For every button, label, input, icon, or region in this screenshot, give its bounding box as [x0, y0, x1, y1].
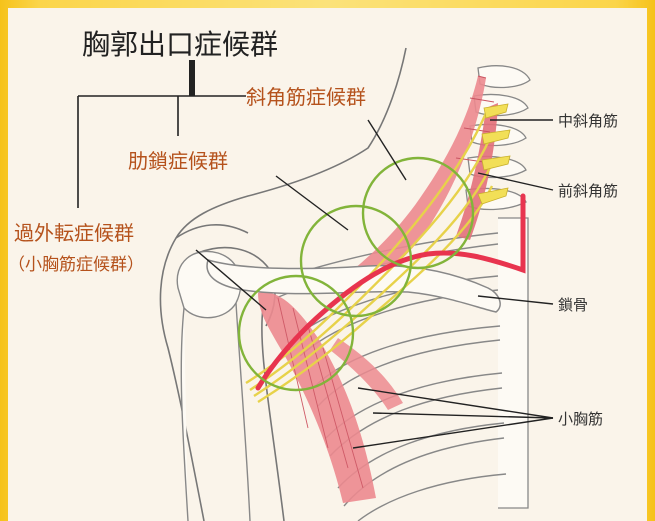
page-title: 胸郭出口症候群 — [82, 28, 278, 61]
pectoralis-minor-label: 小胸筋 — [558, 410, 603, 428]
clavicle-label: 鎖骨 — [558, 296, 588, 314]
title-bracket — [78, 60, 246, 208]
scalene-syndrome-label: 斜角筋症候群 — [246, 85, 366, 109]
anterior-scalene-label: 前斜角筋 — [558, 182, 618, 200]
anatomy-diagram: 胸郭出口症候群 斜角筋症候群 肋鎖症候群 過外転症候群 （小胸筋症候群） 中斜角… — [8, 8, 647, 521]
pectoralis-minor-syndrome-label: （小胸筋症候群） — [8, 255, 144, 275]
diagram-canvas: 胸郭出口症候群 斜角筋症候群 肋鎖症候群 過外転症候群 （小胸筋症候群） 中斜角… — [8, 8, 647, 521]
middle-scalene-label: 中斜角筋 — [558, 112, 618, 130]
scapula-humerus — [177, 251, 250, 521]
costoclavicular-syndrome-label: 肋鎖症候群 — [128, 149, 228, 173]
pectoralis-minor-muscle — [258, 292, 403, 503]
hyperabduction-syndrome-label: 過外転症候群 — [14, 221, 134, 245]
